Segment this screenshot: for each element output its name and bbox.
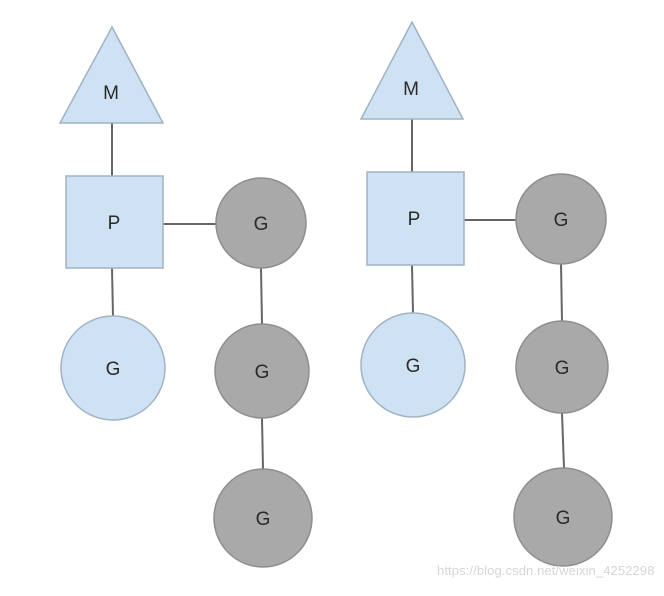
circle-shape: [213, 468, 313, 568]
machine-label: M: [403, 79, 419, 100]
queued-goroutine-node: G: [213, 468, 313, 568]
queued-goroutine-node: G: [215, 177, 307, 269]
processor-label: P: [408, 209, 421, 230]
queued-goroutine-node: G: [214, 323, 310, 419]
queued-goroutine-node: G: [515, 173, 607, 265]
edge-queue-2-3: [561, 412, 565, 469]
goroutine-label: G: [256, 509, 271, 530]
circle-shape: [215, 177, 307, 269]
edge-queue-2-3: [261, 417, 264, 470]
edge-p-g-local: [411, 264, 414, 314]
goroutine-label: G: [106, 359, 121, 380]
diagram-left: M P G G G G: [58, 25, 313, 568]
processor-label: P: [108, 213, 121, 234]
square-shape: [65, 175, 164, 269]
triangle-shape: [359, 20, 465, 120]
circle-shape: [515, 173, 607, 265]
edge-queue-1-2: [260, 267, 263, 325]
goroutine-label: G: [255, 362, 270, 383]
goroutine-label: G: [556, 508, 571, 529]
running-goroutine-node: G: [360, 312, 466, 418]
goroutine-label: G: [554, 210, 569, 231]
edge-p-g-local: [111, 267, 114, 317]
machine-node: M: [58, 25, 165, 124]
square-shape: [366, 171, 465, 266]
goroutine-label: G: [254, 214, 269, 235]
edge-queue-1-2: [560, 263, 563, 322]
processor-node: P: [366, 171, 465, 266]
machine-label: M: [103, 83, 119, 104]
queued-goroutine-node: G: [515, 320, 609, 414]
running-goroutine-node: G: [60, 315, 166, 421]
processor-node: P: [65, 175, 164, 269]
watermark-text: https://blog.csdn.net/weixin_4252298: [437, 563, 655, 578]
circle-shape: [360, 312, 466, 418]
machine-node: M: [359, 20, 465, 120]
circle-shape: [214, 323, 310, 419]
queued-goroutine-node: G: [513, 467, 613, 567]
circle-shape: [513, 467, 613, 567]
diagram-right: M P G G G G: [359, 20, 613, 567]
circle-shape: [60, 315, 166, 421]
circle-shape: [515, 320, 609, 414]
goroutine-label: G: [406, 356, 421, 377]
triangle-shape: [58, 25, 165, 124]
goroutine-label: G: [555, 358, 570, 379]
